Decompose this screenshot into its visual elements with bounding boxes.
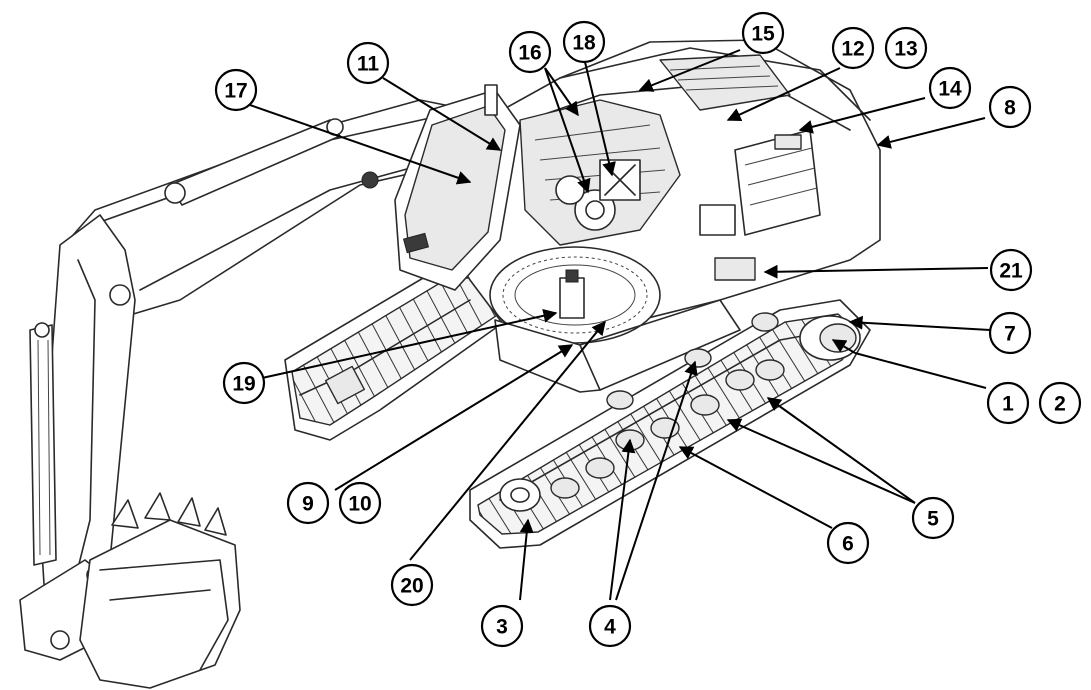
callout-number: 13 <box>894 38 917 61</box>
callout-4: 4 <box>588 604 632 648</box>
callout-7: 7 <box>988 311 1032 355</box>
callout-circle <box>826 521 870 565</box>
upper-structure <box>361 39 881 393</box>
callout-18: 18 <box>562 20 606 64</box>
callout-circle <box>562 20 606 64</box>
callout-number: 8 <box>1004 97 1016 120</box>
callout-17: 17 <box>214 68 258 112</box>
leader-lines <box>249 49 991 601</box>
callout-circle <box>286 481 330 525</box>
callout-6: 6 <box>826 521 870 565</box>
callout-circle <box>588 604 632 648</box>
callout-15: 15 <box>741 11 785 55</box>
callout-10: 10 <box>338 481 382 525</box>
callout-number: 20 <box>400 575 423 598</box>
callout-9: 9 <box>286 481 330 525</box>
callout-14: 14 <box>928 66 972 110</box>
leader-17 <box>249 104 472 185</box>
callout-number: 10 <box>348 493 371 516</box>
callout-circle <box>986 381 1030 425</box>
leader-1 <box>831 339 856 354</box>
callout-circle <box>884 26 928 70</box>
callout-12: 12 <box>831 26 875 70</box>
callout-1: 1 <box>986 381 1030 425</box>
callout-circle <box>390 563 434 607</box>
callout-number: 19 <box>232 373 255 396</box>
callout-number: 3 <box>496 616 508 639</box>
leader-21 <box>763 264 989 279</box>
callout-16: 16 <box>508 30 552 74</box>
callout-number: 7 <box>1004 323 1016 346</box>
leader-5a <box>766 397 916 504</box>
callout-number: 18 <box>572 32 596 55</box>
callout-13: 13 <box>884 26 928 70</box>
callout-circle <box>1038 381 1082 425</box>
callout-circle <box>928 66 972 110</box>
leader-15 <box>638 49 741 92</box>
leader-11 <box>382 77 502 151</box>
callout-circle <box>988 311 1032 355</box>
leader-7 <box>848 315 991 331</box>
leader-4a <box>609 438 636 601</box>
leader-16b <box>544 67 591 194</box>
callout-number: 15 <box>751 23 775 46</box>
front-attachment <box>19 99 471 689</box>
callout-circle <box>989 248 1033 292</box>
callout-21: 21 <box>989 248 1033 292</box>
callout-number: 21 <box>999 260 1023 283</box>
callout-circle <box>480 604 524 648</box>
callout-3: 3 <box>480 604 524 648</box>
leader-19 <box>261 308 558 379</box>
callout-circle <box>222 361 266 405</box>
leader-14 <box>798 97 926 134</box>
leader-1-2 <box>854 352 987 389</box>
callout-number: 4 <box>604 616 616 639</box>
callout-11: 11 <box>346 41 390 85</box>
leader-9-10 <box>334 344 574 491</box>
leader-18 <box>584 61 616 177</box>
callout-8: 8 <box>988 85 1032 129</box>
leader-8 <box>876 117 986 149</box>
leader-20 <box>409 320 606 561</box>
callout-5: 5 <box>911 496 955 540</box>
callout-circle <box>508 30 552 74</box>
callout-number: 6 <box>842 533 854 556</box>
callout-circle <box>911 496 955 540</box>
callout-number: 1 <box>1002 393 1014 416</box>
callout-circle <box>338 481 382 525</box>
callout-2: 2 <box>1038 381 1082 425</box>
leader-12-13 <box>726 67 841 122</box>
callout-circle <box>741 11 785 55</box>
leader-6 <box>678 446 833 529</box>
callout-number: 16 <box>518 42 541 65</box>
callout-number: 11 <box>357 53 380 76</box>
callout-number: 2 <box>1054 393 1066 416</box>
callout-number: 5 <box>927 508 939 531</box>
callout-circle <box>831 26 875 70</box>
callout-20: 20 <box>390 563 434 607</box>
callout-number: 17 <box>224 80 247 103</box>
callout-number: 9 <box>302 493 314 516</box>
leader-5b <box>726 418 916 504</box>
callout-circle <box>346 41 390 85</box>
callout-circle <box>214 68 258 112</box>
callout-19: 19 <box>222 361 266 405</box>
leader-3 <box>519 518 534 601</box>
callout-circle <box>988 85 1032 129</box>
callout-number: 12 <box>841 38 864 61</box>
callout-number: 14 <box>938 78 962 101</box>
leader-16a <box>544 67 579 117</box>
leader-4b <box>615 360 698 601</box>
